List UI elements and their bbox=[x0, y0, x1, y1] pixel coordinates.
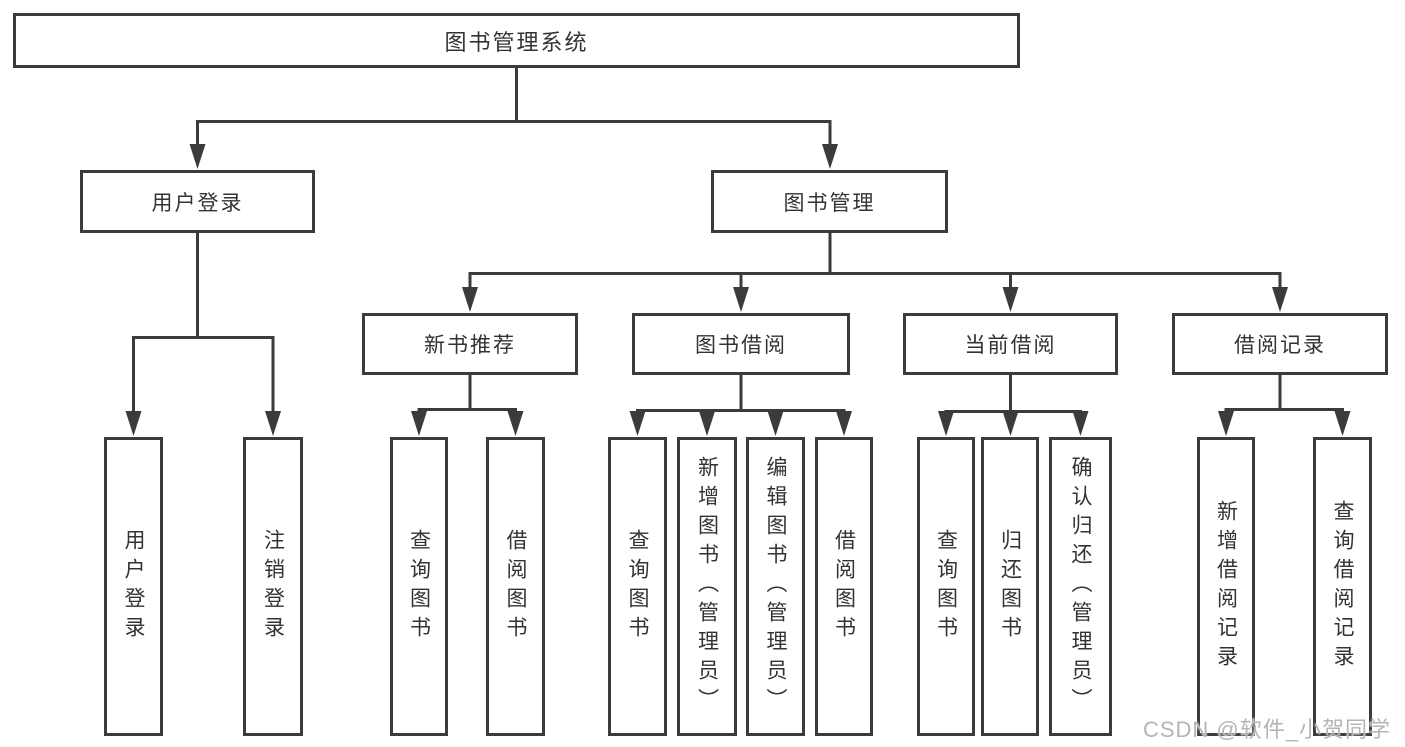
node-book-management-label: 图书管理 bbox=[783, 191, 876, 215]
node-book-management: 图书管理 bbox=[711, 170, 948, 233]
leaf-borrow-books-recommend-label: 借阅图书 bbox=[504, 528, 527, 645]
leaf-query-books-current-label: 查询图书 bbox=[934, 528, 958, 645]
leaf-borrow-books-borrow-label: 借阅图书 bbox=[832, 528, 856, 645]
node-root-label: 图书管理系统 bbox=[444, 29, 589, 55]
leaf-user-login-label: 用户登录 bbox=[122, 528, 145, 645]
leaf-edit-book-admin: 编辑图书（管理员） bbox=[746, 437, 805, 736]
leaf-confirm-return-admin-label: 确认归还（管理员） bbox=[1069, 456, 1092, 717]
node-borrow-records-label: 借阅记录 bbox=[1234, 334, 1326, 357]
leaf-add-borrow-record: 新增借阅记录 bbox=[1197, 437, 1255, 736]
leaf-query-books-borrow: 查询图书 bbox=[608, 437, 667, 736]
leaf-query-borrow-record-label: 查询借阅记录 bbox=[1331, 499, 1354, 674]
leaf-query-books-borrow-label: 查询图书 bbox=[626, 528, 649, 645]
leaf-add-book-admin-label: 新增图书（管理员） bbox=[695, 456, 719, 717]
leaf-borrow-books-recommend: 借阅图书 bbox=[486, 437, 545, 736]
leaf-user-login: 用户登录 bbox=[104, 437, 163, 736]
leaf-edit-book-admin-label: 编辑图书（管理员） bbox=[764, 456, 787, 717]
csdn-watermark: CSDN @软件_小贺同学 bbox=[1142, 717, 1391, 742]
leaf-logout-label: 注销登录 bbox=[261, 528, 285, 645]
leaf-add-borrow-record-label: 新增借阅记录 bbox=[1214, 499, 1238, 674]
leaf-borrow-books-borrow: 借阅图书 bbox=[815, 437, 873, 736]
node-root: 图书管理系统 bbox=[13, 13, 1020, 68]
leaf-query-books-current: 查询图书 bbox=[917, 437, 975, 736]
node-current-borrow-label: 当前借阅 bbox=[964, 334, 1057, 357]
leaf-return-book-label: 归还图书 bbox=[998, 528, 1022, 645]
node-user-login: 用户登录 bbox=[80, 170, 315, 233]
node-new-book-recommend: 新书推荐 bbox=[362, 313, 578, 375]
leaf-return-book: 归还图书 bbox=[981, 437, 1039, 736]
node-new-book-recommend-label: 新书推荐 bbox=[424, 334, 516, 357]
leaf-add-book-admin: 新增图书（管理员） bbox=[677, 437, 737, 736]
node-book-borrow: 图书借阅 bbox=[632, 313, 850, 375]
node-current-borrow: 当前借阅 bbox=[903, 313, 1118, 375]
node-borrow-records: 借阅记录 bbox=[1172, 313, 1388, 375]
node-user-login-label: 用户登录 bbox=[151, 191, 244, 215]
leaf-confirm-return-admin: 确认归还（管理员） bbox=[1049, 437, 1112, 736]
leaf-query-borrow-record: 查询借阅记录 bbox=[1313, 437, 1372, 736]
node-book-borrow-label: 图书借阅 bbox=[695, 334, 787, 357]
leaf-query-books-recommend-label: 查询图书 bbox=[407, 528, 431, 645]
leaf-query-books-recommend: 查询图书 bbox=[390, 437, 448, 736]
leaf-logout: 注销登录 bbox=[243, 437, 303, 736]
